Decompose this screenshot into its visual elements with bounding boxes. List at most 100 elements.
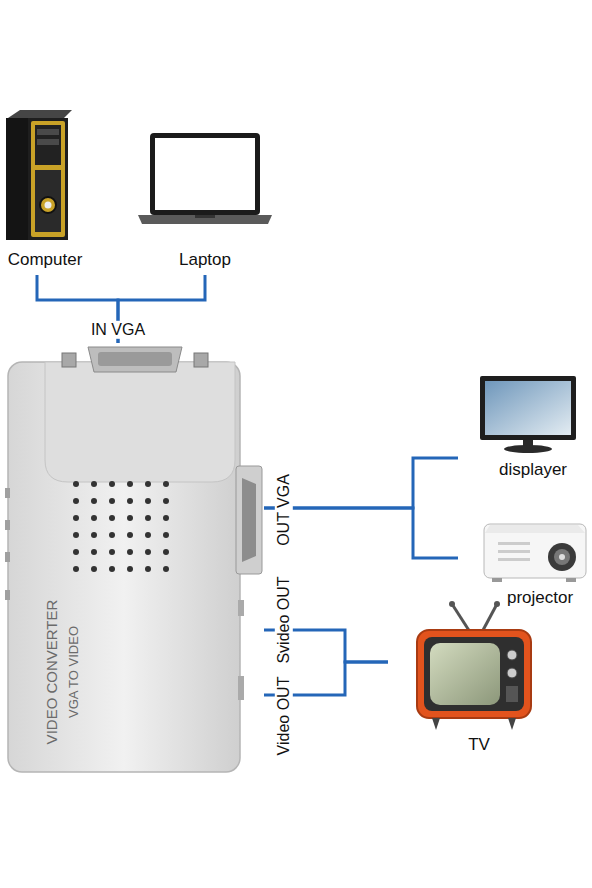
tv-icon xyxy=(506,686,518,702)
speaker-grill xyxy=(109,515,115,521)
projector-icon xyxy=(498,558,530,561)
speaker-grill xyxy=(73,481,79,487)
speaker-grill xyxy=(163,481,169,487)
projector-icon xyxy=(484,524,586,582)
computer-tower xyxy=(8,110,72,118)
projector-icon xyxy=(484,524,586,578)
tv-icon xyxy=(432,718,440,730)
projector-icon xyxy=(548,543,576,571)
converter-device xyxy=(236,466,262,574)
computer-tower xyxy=(31,121,65,237)
node-label: TV xyxy=(468,735,490,755)
laptop-node: Laptop xyxy=(150,128,260,275)
speaker-grill xyxy=(109,481,115,487)
node-label: projector xyxy=(507,588,573,608)
converter-device xyxy=(98,352,172,366)
speaker-grill xyxy=(145,498,151,504)
converter-device xyxy=(194,353,208,367)
computer-tower xyxy=(35,125,61,165)
laptop-icon xyxy=(195,215,215,218)
speaker-grill xyxy=(91,549,97,555)
projector-icon xyxy=(498,550,530,553)
output-port-label: Video OUT xyxy=(275,673,293,760)
speaker-grill xyxy=(145,481,151,487)
speaker-grill xyxy=(91,481,97,487)
converter-device xyxy=(5,590,10,600)
computer-tower xyxy=(6,118,30,240)
speaker-grill xyxy=(91,498,97,504)
computer-tower xyxy=(45,202,52,209)
monitor-icon xyxy=(485,381,571,435)
projector-node: projector xyxy=(458,514,590,612)
projector-icon xyxy=(554,549,570,565)
tv-icon xyxy=(452,604,470,632)
projector-icon xyxy=(566,578,576,582)
laptop-icon xyxy=(138,133,272,224)
speaker-grill xyxy=(127,498,133,504)
computer-tower xyxy=(37,129,59,135)
output-port-label: OUT VGA xyxy=(275,470,293,550)
node-label: Computer xyxy=(8,250,83,270)
computer-tower xyxy=(37,139,59,145)
tv-icon xyxy=(494,601,500,607)
speaker-grill xyxy=(73,566,79,572)
converter-device xyxy=(5,552,10,562)
node-label: VGA TO VIDEO xyxy=(67,626,82,718)
speaker-grill xyxy=(127,515,133,521)
speaker-grill xyxy=(73,481,169,572)
node-label: VIDEO CONVERTER xyxy=(43,600,60,745)
projector-icon xyxy=(559,554,565,560)
computer-tower xyxy=(28,118,68,240)
speaker-grill xyxy=(163,498,169,504)
speaker-grill xyxy=(145,515,151,521)
speaker-grill xyxy=(163,515,169,521)
monitor-icon xyxy=(480,376,576,453)
speaker-grill xyxy=(163,549,169,555)
tv-icon xyxy=(508,718,516,730)
computer-node: Computer xyxy=(0,110,90,275)
converter-device xyxy=(238,600,244,616)
converter-device xyxy=(45,362,235,482)
converter-device xyxy=(5,347,262,772)
tv-icon xyxy=(430,643,500,705)
converter-device xyxy=(238,676,244,700)
converter-device xyxy=(242,478,256,562)
speaker-grill xyxy=(109,549,115,555)
monitor-icon xyxy=(504,445,552,453)
monitor-icon xyxy=(480,376,576,440)
speaker-grill xyxy=(73,549,79,555)
speaker-grill xyxy=(109,532,115,538)
speaker-grill xyxy=(91,515,97,521)
tv-icon xyxy=(449,601,455,607)
laptop-icon xyxy=(155,138,255,210)
projector-icon xyxy=(492,578,502,582)
speaker-grill xyxy=(73,532,79,538)
tv-icon xyxy=(417,601,531,730)
converter-device xyxy=(8,362,240,772)
computer-tower xyxy=(40,197,56,213)
tv-icon xyxy=(507,650,517,660)
laptop-icon xyxy=(150,133,260,215)
tv-icon xyxy=(507,668,517,678)
projector-icon xyxy=(498,542,530,545)
speaker-grill xyxy=(109,498,115,504)
node-label: Laptop xyxy=(179,250,231,270)
speaker-grill xyxy=(163,566,169,572)
speaker-grill xyxy=(145,566,151,572)
computer-tower xyxy=(35,170,61,232)
speaker-grill xyxy=(91,532,97,538)
speaker-grill xyxy=(127,481,133,487)
tv-icon xyxy=(482,604,497,632)
speaker-grill xyxy=(127,532,133,538)
node-label: displayer xyxy=(499,460,567,480)
speaker-grill xyxy=(145,549,151,555)
speaker-grill xyxy=(145,532,151,538)
tv-icon xyxy=(417,630,531,718)
tv-node: TV xyxy=(388,598,538,758)
speaker-grill xyxy=(73,515,79,521)
converter-device xyxy=(5,488,10,498)
speaker-grill xyxy=(109,566,115,572)
